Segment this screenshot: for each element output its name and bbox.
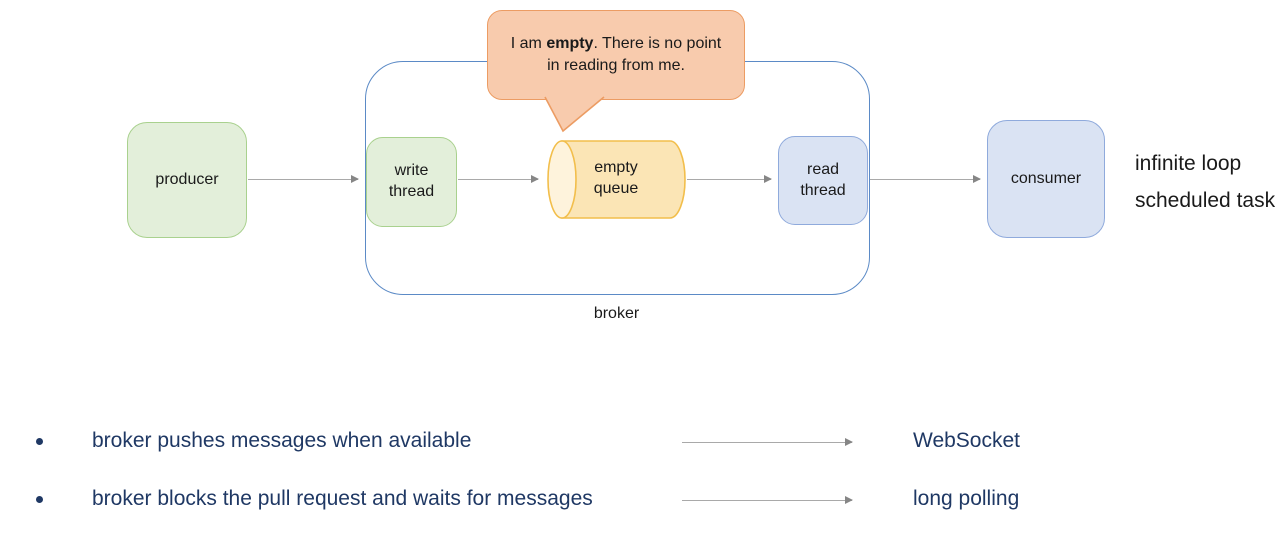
bullet-icon	[36, 496, 43, 503]
legend-arrow-long-polling	[682, 496, 853, 504]
queue-callout-bubble: I am empty. There is no point in reading…	[487, 10, 745, 100]
queue-cylinder-icon	[547, 140, 686, 219]
write-thread-node: write thread	[366, 137, 457, 227]
consumer-note-infinite-loop: infinite loop	[1135, 152, 1242, 175]
legend-row-label: WebSocket	[913, 429, 1020, 452]
arrow-queue-to-read-thread	[687, 175, 772, 183]
legend-row-text: broker pushes messages when available	[92, 429, 472, 452]
arrow-write-thread-to-queue	[458, 175, 539, 183]
read-thread-node: read thread	[778, 136, 868, 225]
consumer-note-scheduled-task: scheduled task	[1135, 189, 1276, 212]
broker-label: broker	[593, 305, 640, 322]
legend-arrow-websocket	[682, 438, 853, 446]
callout-tail-icon	[544, 96, 605, 133]
queue-label: empty queue	[593, 159, 639, 197]
consumer-node: consumer	[987, 120, 1105, 238]
bullet-icon	[36, 438, 43, 445]
legend-row-text: broker blocks the pull request and waits…	[92, 487, 593, 510]
read-thread-label: read thread	[800, 160, 846, 199]
consumer-label: consumer	[1010, 169, 1082, 187]
producer-node: producer	[127, 122, 247, 238]
arrow-read-thread-to-consumer	[869, 175, 981, 183]
arrow-producer-to-write-thread	[248, 175, 359, 183]
producer-label: producer	[155, 170, 219, 188]
legend-row-label: long polling	[913, 487, 1020, 510]
queue-node: empty queue	[545, 139, 687, 219]
callout-text: I am empty. There is no point in reading…	[510, 34, 722, 74]
write-thread-label: write thread	[388, 162, 435, 200]
